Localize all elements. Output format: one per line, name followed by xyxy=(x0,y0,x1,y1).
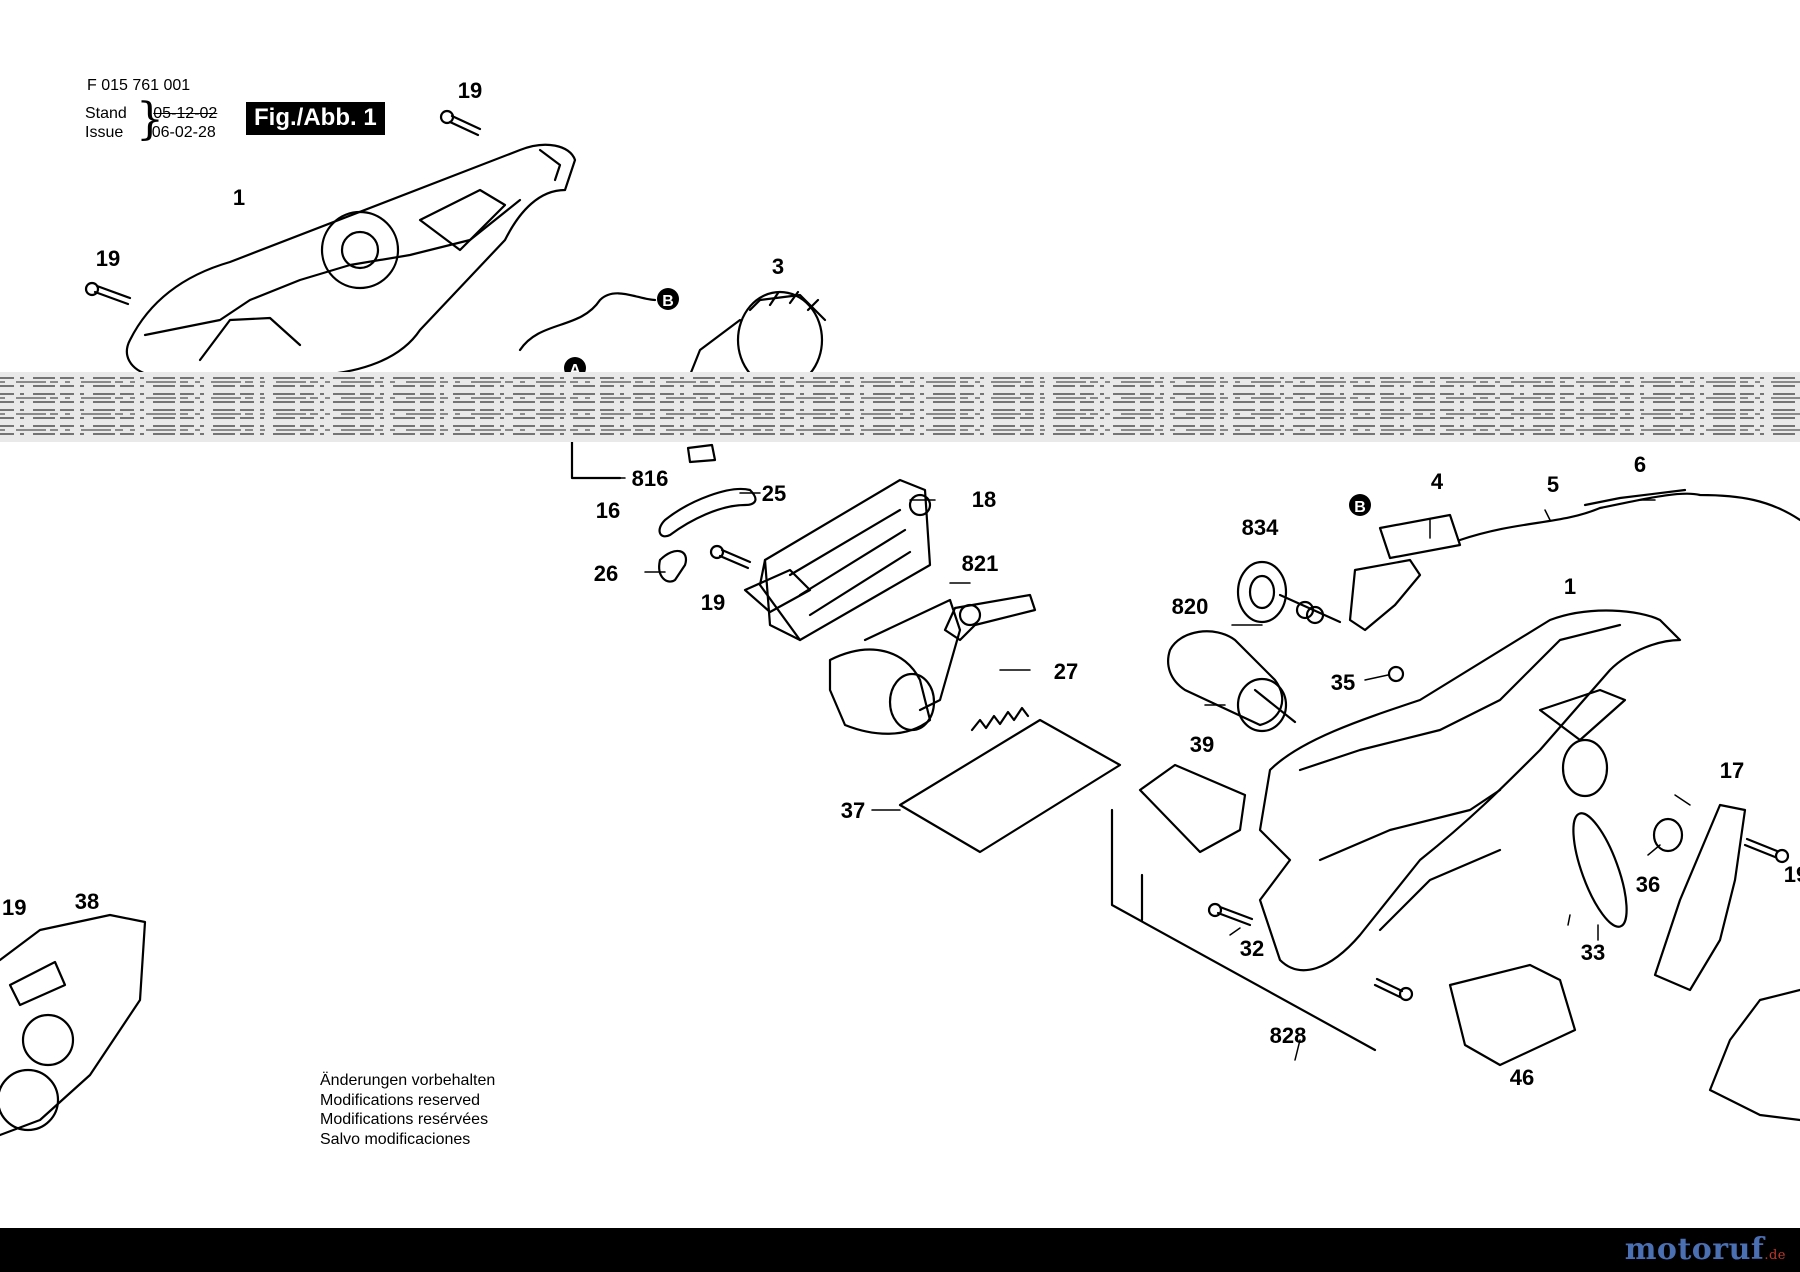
part-labels: 19 1 19 3 816 16 25 18 26 19 821 27 37 4… xyxy=(2,78,1800,1090)
plate-hole xyxy=(958,603,982,627)
washer-35 xyxy=(1387,665,1405,683)
leader-lines xyxy=(609,477,1691,1061)
roller-assembly xyxy=(828,598,962,735)
sheet-37 xyxy=(898,718,1122,854)
label-39: 39 xyxy=(1190,732,1214,757)
screw-right xyxy=(1743,837,1790,864)
issue-line: Issue 06-02-28 xyxy=(85,123,216,142)
label-26: 26 xyxy=(594,561,618,586)
clip-26 xyxy=(658,549,688,583)
badge-b-right: B xyxy=(1354,499,1366,516)
screw-left xyxy=(84,281,132,306)
cable-sleeve xyxy=(1583,488,1687,507)
side-plate-17 xyxy=(1653,803,1747,992)
screw-bottom xyxy=(1373,977,1414,1002)
label-33: 33 xyxy=(1581,940,1605,965)
badge-b-top: B xyxy=(662,293,674,310)
connector-badges: B A B xyxy=(564,288,1371,516)
label-1-right: 1 xyxy=(1564,574,1576,599)
label-820: 820 xyxy=(1172,594,1209,619)
label-35: 35 xyxy=(1331,670,1355,695)
issue-label: Issue xyxy=(85,124,124,141)
note-spanish: Salvo modificaciones xyxy=(320,1130,471,1148)
logo-suffix: .de xyxy=(1764,1248,1786,1263)
label-18: 18 xyxy=(972,487,996,512)
gear-shaft-834 xyxy=(1236,560,1342,625)
bracket-46 xyxy=(1448,963,1577,1067)
label-828: 828 xyxy=(1270,1023,1307,1048)
label-16: 16 xyxy=(596,498,620,523)
spring-27 xyxy=(970,706,1030,732)
label-834: 834 xyxy=(1242,515,1279,540)
label-19-mid: 19 xyxy=(701,590,725,615)
dust-cover-38 xyxy=(0,913,147,1137)
note-french: Modifications resérvées xyxy=(320,1111,489,1128)
label-816: 816 xyxy=(632,466,669,491)
plate-821 xyxy=(943,593,1037,642)
lever-816 xyxy=(686,443,717,464)
belt-33 xyxy=(1572,812,1628,928)
label-32: 32 xyxy=(1240,936,1264,961)
note-english: Modifications reserved xyxy=(320,1091,481,1109)
stand-line: Stand 05-12-02 xyxy=(85,104,217,123)
figure-badge: Fig./Abb. 1 xyxy=(246,102,385,135)
housing-top-part xyxy=(125,143,577,377)
modification-notes: Änderungen vorbehalten Modifications res… xyxy=(320,1071,495,1149)
screw-32 xyxy=(1207,902,1254,927)
stand-label: Stand xyxy=(85,105,127,122)
label-17: 17 xyxy=(1720,758,1744,783)
label-19-left: 19 xyxy=(96,246,120,271)
issue-date: 06-02-28 xyxy=(151,124,216,141)
label-3: 3 xyxy=(772,254,784,279)
document-number: F 015 761 001 xyxy=(87,77,191,94)
switch-4 xyxy=(1348,513,1462,632)
label-27: 27 xyxy=(1054,659,1078,684)
stand-date: 05-12-02 xyxy=(153,105,218,122)
label-19-right: 19 xyxy=(1784,862,1800,887)
label-5: 5 xyxy=(1547,472,1559,497)
screw-mid xyxy=(709,544,752,570)
scan-noise-band xyxy=(0,372,1800,442)
label-19-top: 19 xyxy=(458,78,482,103)
cover-39 xyxy=(1138,763,1247,854)
label-25: 25 xyxy=(762,481,786,506)
housing-box-18 xyxy=(743,478,932,642)
motor-820 xyxy=(1167,630,1297,733)
label-36: 36 xyxy=(1636,872,1660,897)
label-6: 6 xyxy=(1634,452,1646,477)
housing-main-part xyxy=(1258,609,1682,972)
date-brace: } xyxy=(136,94,164,145)
bottom-bar xyxy=(0,1228,1800,1272)
label-37: 37 xyxy=(841,798,865,823)
label-38: 38 xyxy=(75,889,99,914)
label-19-far-left: 19 xyxy=(2,895,26,920)
cover-far-right xyxy=(1708,988,1800,1122)
motoruf-logo[interactable]: motoruf.de xyxy=(1625,1232,1786,1267)
cam-lever-25 xyxy=(658,487,757,538)
note-german: Änderungen vorbehalten xyxy=(320,1072,496,1089)
screw-top xyxy=(439,109,482,137)
bracket-828 xyxy=(1110,808,1377,1052)
label-4: 4 xyxy=(1431,469,1444,494)
wire-lead xyxy=(518,292,657,352)
bracket-16 xyxy=(570,438,622,480)
label-1-top: 1 xyxy=(233,185,245,210)
label-821: 821 xyxy=(962,551,999,576)
label-46: 46 xyxy=(1510,1065,1534,1090)
logo-main: motoruf xyxy=(1624,1232,1765,1267)
pulley-36 xyxy=(1652,817,1684,853)
cable-6 xyxy=(1458,492,1800,542)
